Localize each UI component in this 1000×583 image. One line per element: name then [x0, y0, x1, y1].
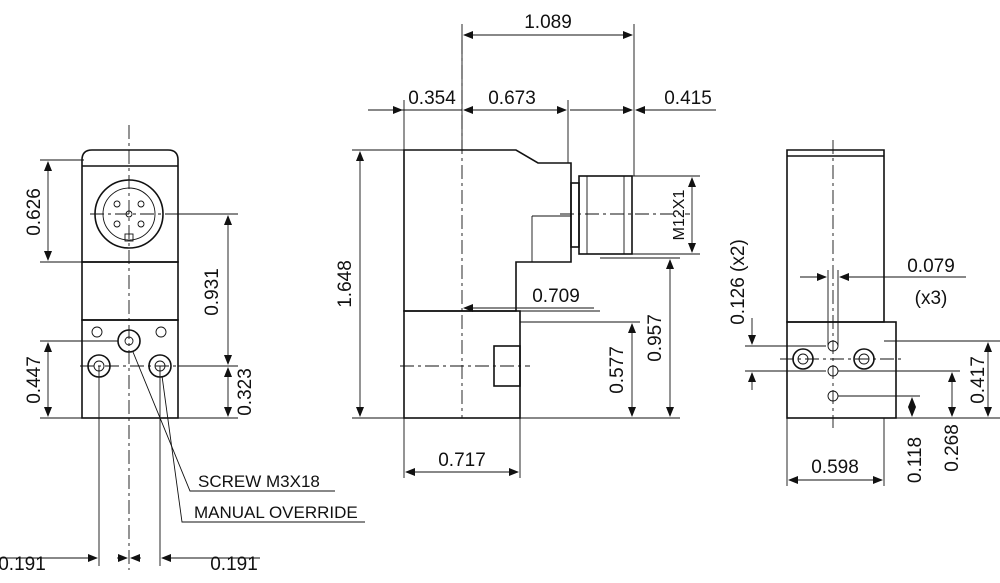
- callouts: SCREW M3X18 MANUAL OVERRIDE: [132, 351, 365, 523]
- dim-pin-offset-a: 0.118: [905, 437, 926, 483]
- dim-side-width: 0.598: [811, 457, 859, 478]
- dim-pin-row-height: 0.417: [968, 356, 989, 404]
- end-view: [780, 140, 905, 428]
- dim-pin-count: (x3): [915, 288, 948, 309]
- dim-overall-width: 1.089: [524, 12, 572, 33]
- dim-pin-offset-b: 0.268: [942, 424, 963, 472]
- dim-pin-spacing: 0.126 (x2): [728, 239, 749, 325]
- front-view: [80, 125, 185, 570]
- dim-connector-length: 0.415: [664, 88, 712, 109]
- dim-connector-height: 0.626: [24, 188, 45, 236]
- front-view-dimensions: 0.626 0.931 0.447 0.323 0.191 0.191: [0, 159, 260, 575]
- dim-pin-diameter: 0.079: [907, 256, 955, 277]
- callout-manual-override: MANUAL OVERRIDE: [194, 503, 358, 522]
- dim-base-height: 0.577: [607, 346, 628, 394]
- dim-body-width-left: 0.354: [408, 88, 456, 109]
- dim-screw-height: 0.323: [235, 368, 256, 416]
- dim-hole-offset-right: 0.191: [210, 554, 258, 575]
- dim-overall-height: 1.648: [335, 260, 356, 308]
- side-view-dimensions: 1.089 0.354 0.673 0.415 1.648 0.709 0.57…: [335, 12, 716, 478]
- thread-label: M12X1: [671, 190, 688, 241]
- callout-screw: SCREW M3X18: [198, 472, 320, 491]
- end-view-dimensions: 0.126 (x2) 0.079 (x3) 0.417 0.118 0.268 …: [728, 239, 1000, 486]
- dim-hole-offset-left: 0.191: [0, 554, 46, 575]
- dim-base-width: 0.717: [438, 450, 486, 471]
- dim-connector-center-height: 0.957: [645, 314, 666, 362]
- dim-body-to-connector: 0.673: [488, 88, 536, 109]
- dim-connector-to-base: 0.931: [202, 268, 223, 316]
- dim-top-to-base: 0.709: [532, 286, 580, 307]
- dim-mount-hole-height: 0.447: [24, 356, 45, 404]
